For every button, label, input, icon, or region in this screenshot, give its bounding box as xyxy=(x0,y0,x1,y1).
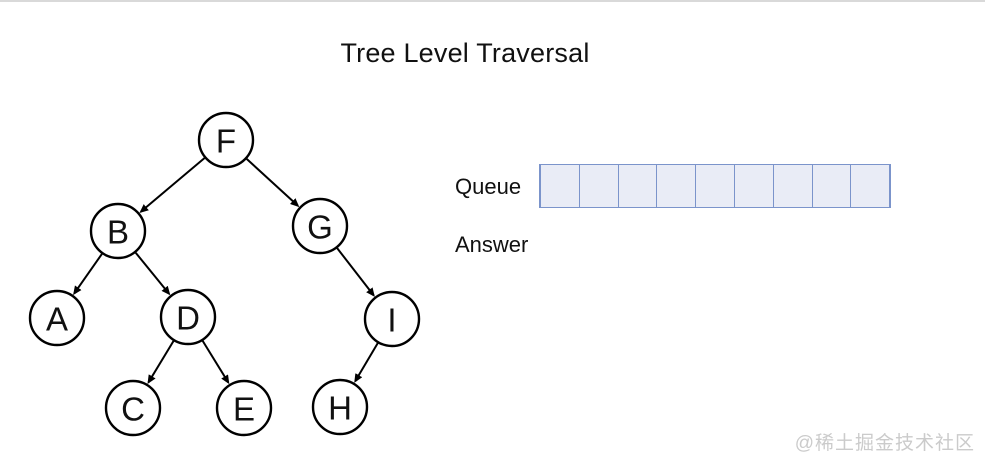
tree-edge-F-G xyxy=(245,158,300,208)
tree-edge-G-I xyxy=(336,247,375,297)
queue-cell-2 xyxy=(617,164,658,208)
queue-cell-6 xyxy=(772,164,813,208)
queue-cell-4 xyxy=(695,164,735,208)
tree-node-G: G xyxy=(291,197,349,255)
tree-edge-B-A xyxy=(73,253,103,296)
watermark: @稀土掘金技术社区 xyxy=(794,433,975,454)
tree-node-circle xyxy=(197,111,255,169)
queue-cell-0 xyxy=(539,164,580,208)
tree-node-label: A xyxy=(46,301,68,338)
tree-node-F: F xyxy=(197,111,255,169)
tree-node-A: A xyxy=(28,289,86,347)
tree-edge-D-C xyxy=(147,340,175,385)
tree-edge-B-D xyxy=(134,252,171,296)
tree-node-H: H xyxy=(311,378,369,436)
queue-cell-5 xyxy=(733,164,774,208)
tree-node-circle xyxy=(311,378,369,436)
tree-edge-F-B xyxy=(139,157,206,213)
tree-node-label: H xyxy=(328,390,352,427)
tree-node-label: E xyxy=(233,391,255,428)
queue-label: Queue xyxy=(455,174,522,199)
tree-node-label: I xyxy=(387,302,396,339)
tree-node-circle xyxy=(363,290,421,348)
page-title: Tree Level Traversal xyxy=(340,38,590,68)
tree-node-label: B xyxy=(107,214,129,251)
tree-node-circle xyxy=(291,197,349,255)
tree-edge-D-E xyxy=(201,340,230,385)
queue-cell-3 xyxy=(656,164,697,208)
queue-cell-1 xyxy=(578,164,619,208)
tree-node-C: C xyxy=(104,379,162,437)
tree-edge-I-H xyxy=(354,342,379,383)
tree-node-label: C xyxy=(121,391,145,428)
queue-cell-7 xyxy=(811,164,852,208)
tree-node-circle xyxy=(104,379,162,437)
tree-node-E: E xyxy=(215,379,273,437)
tree-node-label: G xyxy=(307,209,333,246)
tree-node-D: D xyxy=(159,288,217,346)
tree-node-circle xyxy=(28,289,86,347)
tree-node-I: I xyxy=(363,290,421,348)
queue-cells xyxy=(539,164,892,208)
tree-node-circle xyxy=(89,202,147,260)
tree-node-circle xyxy=(215,379,273,437)
tree-node-label: F xyxy=(216,123,236,160)
tree-node-label: D xyxy=(176,300,200,337)
tree-node-B: B xyxy=(89,202,147,260)
answer-label: Answer xyxy=(455,232,529,257)
queue-cell-8 xyxy=(850,164,892,208)
tree-node-circle xyxy=(159,288,217,346)
